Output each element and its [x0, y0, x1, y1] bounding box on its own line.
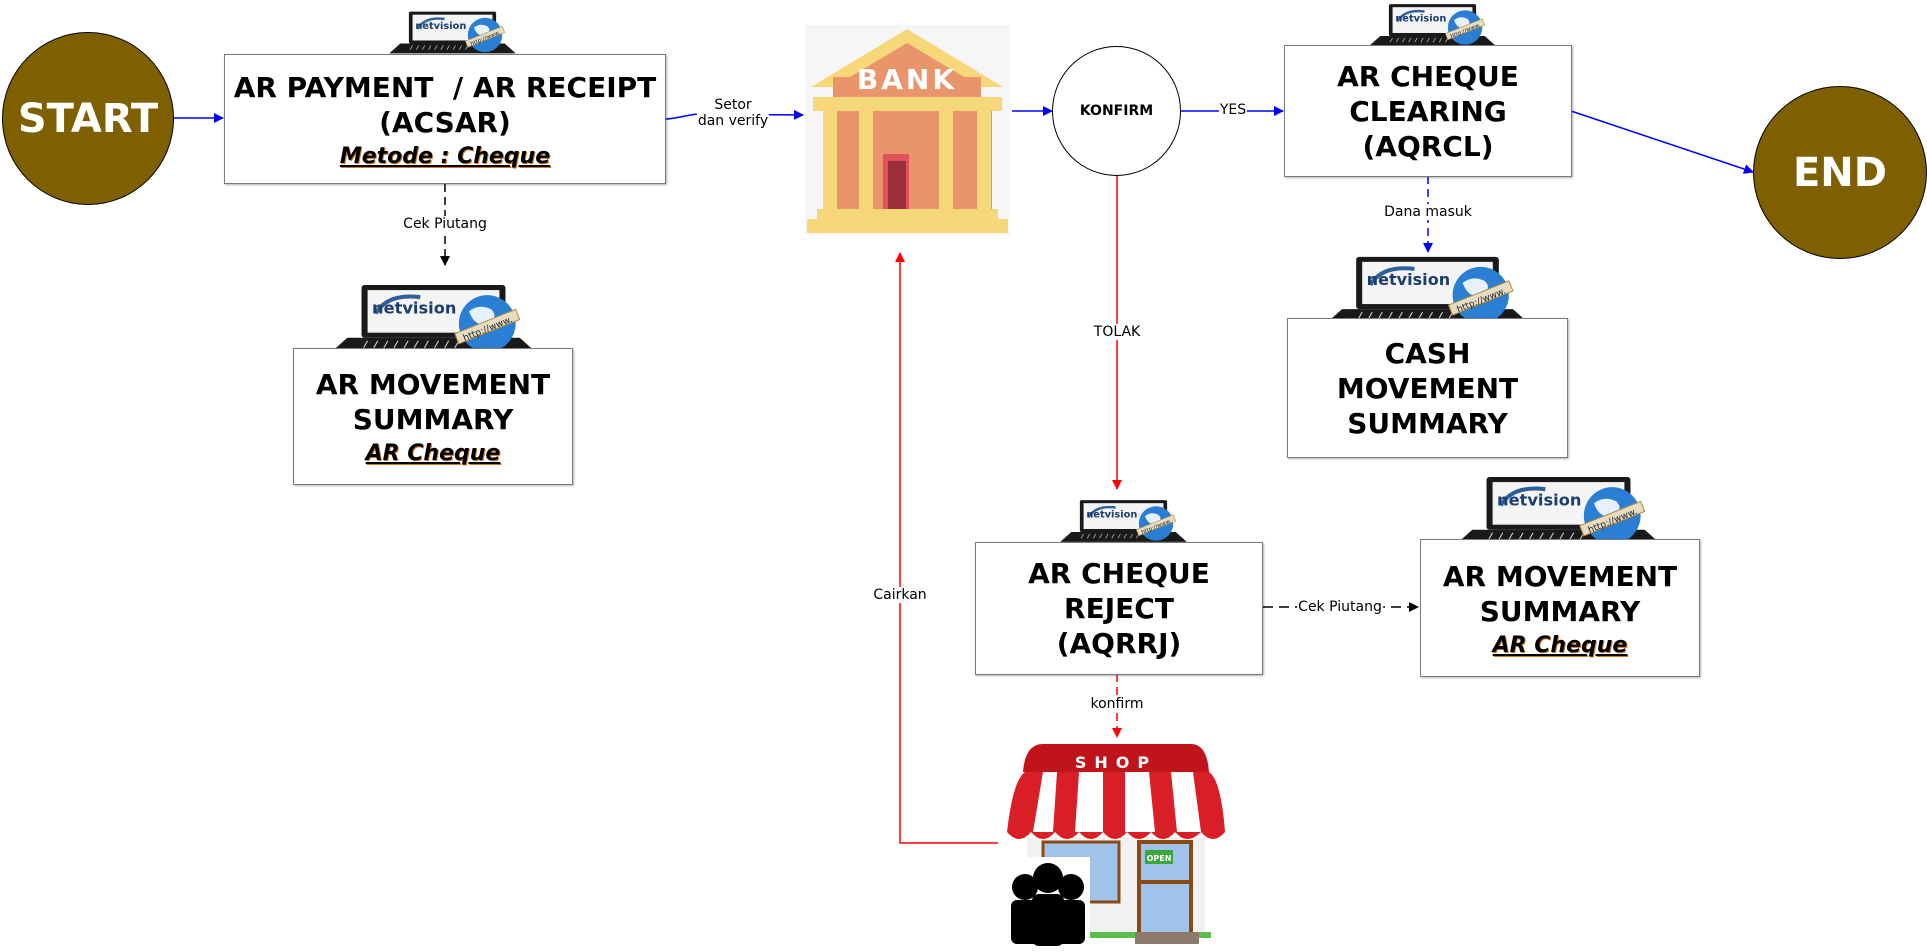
- arrow-clearing-to-end: [1570, 110, 1754, 174]
- konfirm-label: KONFIRM: [1079, 103, 1154, 119]
- bank-sign: BANK: [857, 63, 957, 96]
- box-title-line: MOVEMENT: [1336, 371, 1519, 405]
- box-title-line: AR CHEQUE: [1337, 59, 1519, 93]
- box-title-line: SUMMARY: [1479, 594, 1641, 628]
- edge-label-yes: YES: [1218, 102, 1248, 118]
- edge-label-konfirm: konfirm: [1089, 696, 1145, 712]
- ar-cheque-reject-box[interactable]: AR CHEQUE REJECT (AQRRJ): [975, 542, 1263, 675]
- shop-open-sign: OPEN: [1147, 854, 1172, 863]
- edge-label-dana-masuk: Dana masuk: [1383, 204, 1473, 220]
- ar-cheque-clearing-box[interactable]: AR CHEQUE CLEARING (AQRCL): [1284, 45, 1572, 177]
- cash-movement-summary-box[interactable]: CASH MOVEMENT SUMMARY: [1287, 318, 1568, 458]
- ar-payment-box[interactable]: AR PAYMENT / AR RECEIPT (ACSAR) Metode :…: [224, 54, 666, 184]
- people-group-icon: [1011, 863, 1085, 946]
- svg-text:netvision: netvision: [415, 21, 466, 32]
- box-title-line: SUMMARY: [352, 403, 514, 436]
- svg-text:netvision: netvision: [1395, 13, 1446, 24]
- box-subtitle: Metode : Cheque: [339, 143, 551, 169]
- box-title-line: AR MOVEMENT: [315, 368, 551, 401]
- edge-label-cairkan: Cairkan: [872, 587, 928, 603]
- shop-sign: SHOP: [1075, 753, 1157, 772]
- box-title-line: CLEARING: [1349, 94, 1507, 128]
- edge-label-cek-piutang-right: Cek Piutang: [1297, 599, 1383, 615]
- shop-icon[interactable]: OPEN SHOP: [1005, 742, 1227, 947]
- end-node[interactable]: END: [1753, 86, 1927, 259]
- edge-label-setor: Setor dan verify: [696, 97, 770, 129]
- box-title-line: AR CHEQUE: [1028, 557, 1210, 590]
- bank-icon[interactable]: BANK: [805, 25, 1010, 235]
- start-node[interactable]: START: [2, 32, 174, 205]
- box-title-line: (ACSAR): [379, 105, 511, 139]
- svg-text:netvision: netvision: [1086, 509, 1137, 520]
- box-title-line: AR MOVEMENT: [1442, 559, 1678, 593]
- konfirm-decision[interactable]: KONFIRM: [1052, 46, 1181, 176]
- edge-label-line: Setor: [714, 97, 752, 113]
- svg-text:netvision: netvision: [372, 298, 456, 317]
- ar-movement-summary-right-box[interactable]: AR MOVEMENT SUMMARY AR Cheque: [1420, 539, 1700, 677]
- box-title-line: AR PAYMENT / AR RECEIPT: [233, 70, 657, 104]
- box-title-line: SUMMARY: [1347, 406, 1508, 440]
- box-subtitle: AR Cheque: [1492, 632, 1628, 658]
- svg-text:netvision: netvision: [1367, 270, 1451, 289]
- edge-label-cek-piutang-left: Cek Piutang: [402, 216, 488, 232]
- start-label: START: [17, 95, 159, 142]
- edge-label-line: dan verify: [697, 113, 769, 129]
- edge-label-tolak: TOLAK: [1092, 324, 1142, 340]
- box-title-line: CASH: [1384, 336, 1471, 370]
- ar-movement-summary-left-box[interactable]: AR MOVEMENT SUMMARY AR Cheque: [293, 348, 573, 485]
- box-title-line: (AQRCL): [1362, 129, 1494, 163]
- end-label: END: [1792, 149, 1887, 196]
- box-subtitle: AR Cheque: [365, 441, 501, 466]
- box-title-line: (AQRRJ): [1056, 627, 1182, 660]
- box-title-line: REJECT: [1064, 592, 1174, 625]
- svg-text:netvision: netvision: [1497, 490, 1581, 509]
- arrow-cairkan: [895, 252, 998, 844]
